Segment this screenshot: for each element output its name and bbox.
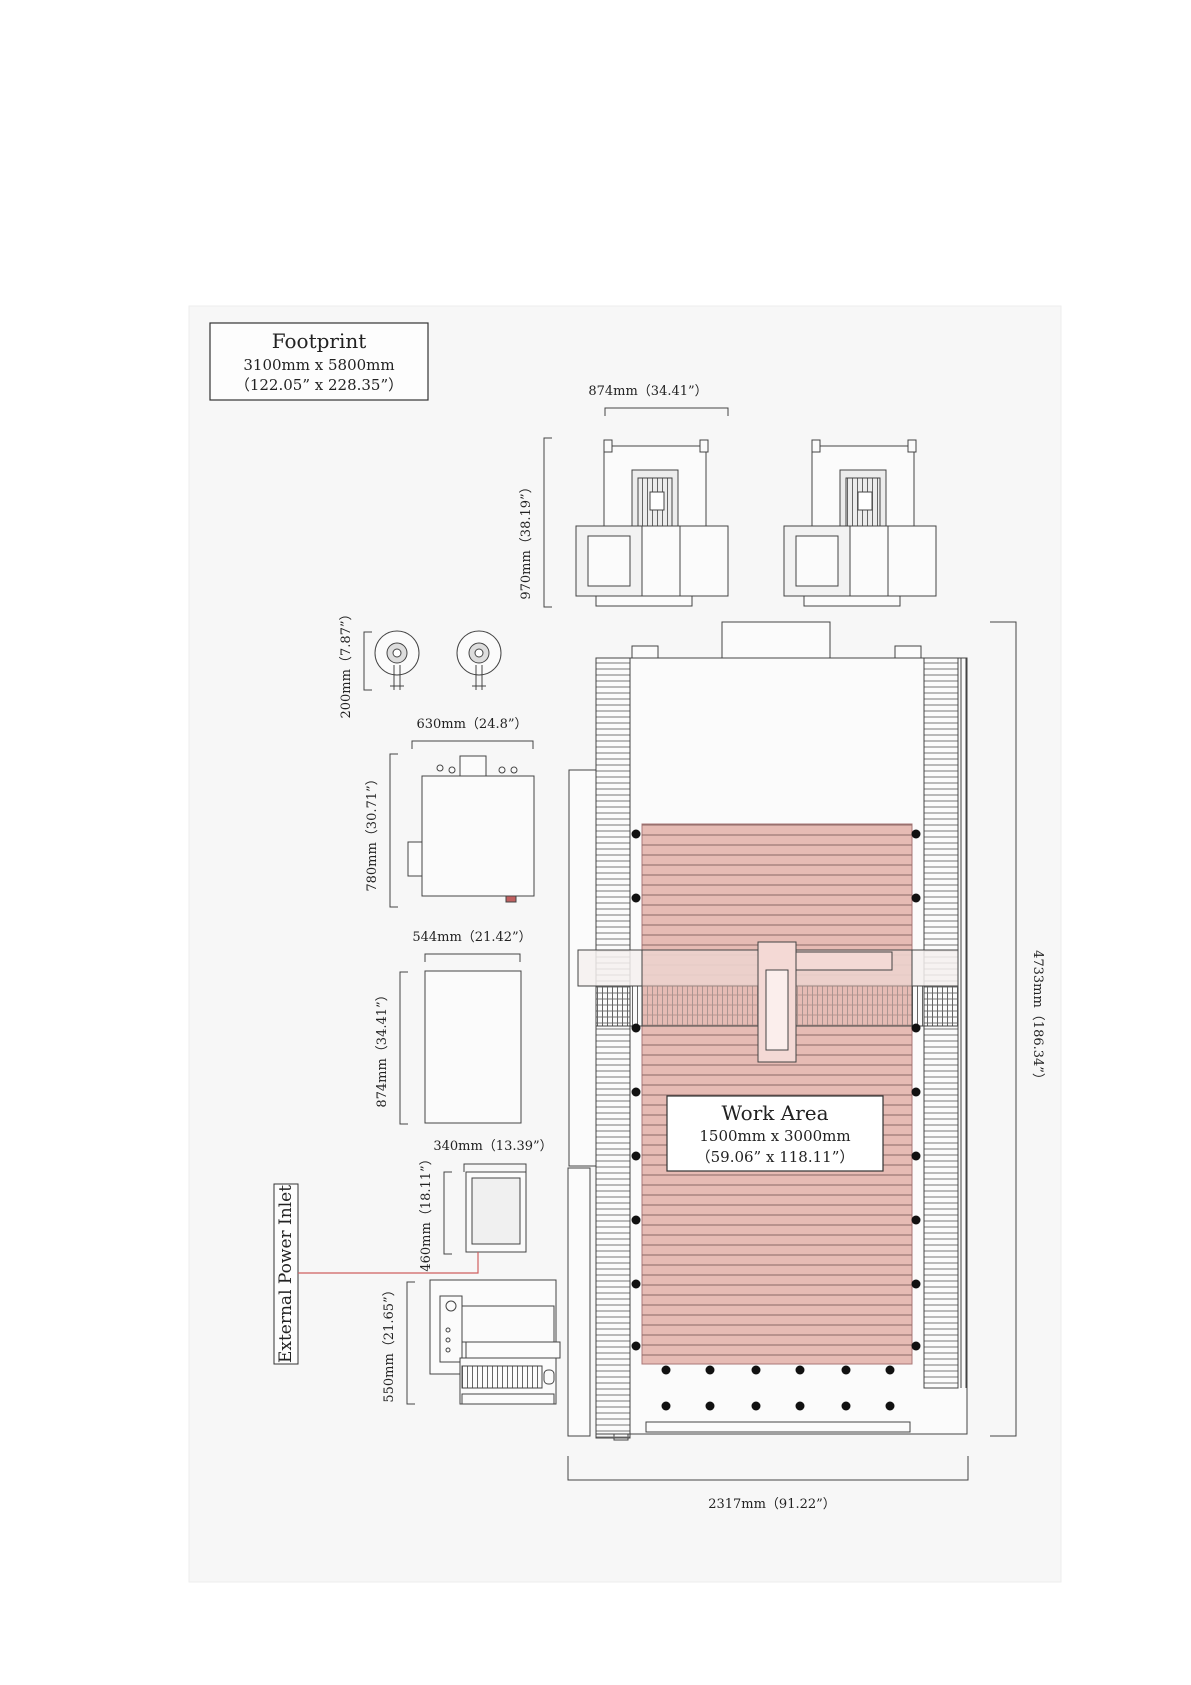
work-area-slats [642,824,912,1364]
motor-height-label: 970mm（38.19”） [519,480,534,599]
footprint-size-in: （122.05” x 228.35”） [235,376,403,394]
screen-width-label: 340mm（13.39”） [433,1139,552,1154]
cabinet-height-label: 874mm（34.41”） [375,988,390,1107]
console-height-label: 550mm（21.65”） [382,1283,397,1402]
cabinet-width-label: 544mm（21.42”） [412,930,531,945]
motor-width-label: 874mm（34.41”） [588,384,707,399]
cabinet-unit [425,971,521,1123]
footprint-title: Footprint [272,329,367,353]
external-power-label: External Power Inlet [276,1185,296,1363]
work-area-size-in: （59.06” x 118.11”） [696,1148,855,1166]
chiller-height-label: 780mm（30.71”） [365,772,380,891]
chiller-unit [408,756,534,902]
footprint-size-mm: 3100mm x 5800mm [243,356,394,374]
footprint-box: Footprint 3100mm x 5800mm （122.05” x 228… [210,323,428,400]
work-area-title: Work Area [721,1101,828,1125]
machine-length-label: 4733mm（186.34”） [1030,950,1045,1086]
chiller-width-label: 630mm（24.8”） [416,717,527,732]
work-area-box: Work Area 1500mm x 3000mm （59.06” x 118.… [667,1096,883,1171]
reel-diameter-label: 200mm（7.87”） [339,607,354,718]
screen-height-label: 460mm（18.11”） [419,1152,434,1271]
screen-unit [466,1172,526,1252]
machine-width-label: 2317mm（91.22”） [708,1497,836,1512]
work-area-size-mm: 1500mm x 3000mm [699,1127,850,1145]
